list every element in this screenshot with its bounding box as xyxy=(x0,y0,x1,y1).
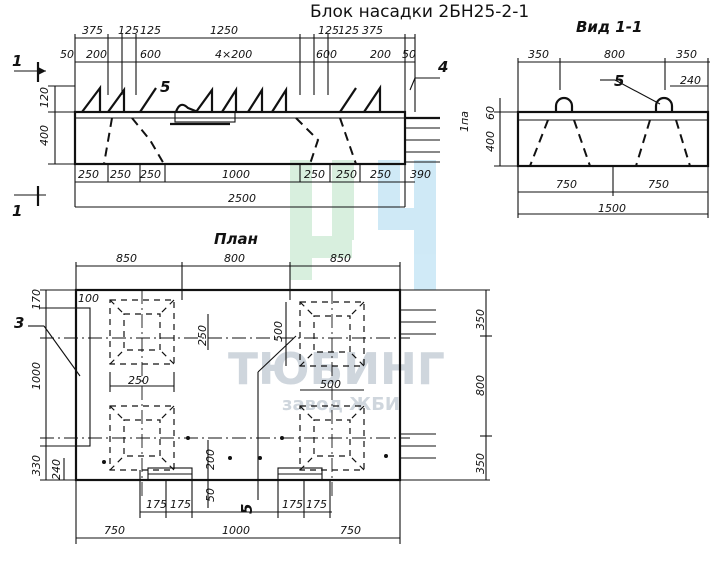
front-dim-top-5: 125 xyxy=(318,24,339,37)
plan-dim-right-3: 350 xyxy=(474,453,487,474)
side-dims: Вид 1-1 350 800 350 240 60 400 750 750 1… xyxy=(484,18,701,215)
plan-dim-bot-3: 750 xyxy=(340,524,361,537)
front-dim-top-7: 375 xyxy=(362,24,383,37)
front-dim-second-4: 4×200 xyxy=(215,48,252,61)
front-dim-second-5: 600 xyxy=(316,48,337,61)
plan-dim-left-1: 170 xyxy=(30,289,43,310)
section-mark-bottom-label: 1 xyxy=(12,202,22,220)
front-dim-bot-7: 250 xyxy=(370,168,391,181)
plan-dim-top-1: 850 xyxy=(116,252,137,265)
front-dim-top-6: 125 xyxy=(338,24,359,37)
side-dim-bot-1: 750 xyxy=(556,178,577,191)
side-dim-bot-2: 750 xyxy=(648,178,669,191)
section-mark-top xyxy=(14,62,46,82)
watermark-sub: завод ЖБИ xyxy=(282,394,400,415)
plan-dim-left-4: 240 xyxy=(50,459,63,480)
section-mark-bottom xyxy=(14,186,46,206)
plan-dim-top-2: 800 xyxy=(224,252,245,265)
plan-dim-left-2: 1000 xyxy=(30,362,43,390)
front-dim-bot-3: 250 xyxy=(140,168,161,181)
plan-dim-left-3: 330 xyxy=(30,455,43,476)
callout-4: 4 xyxy=(437,58,448,76)
front-dim-top-3: 125 xyxy=(140,24,161,37)
side-dim-top-1: 350 xyxy=(528,48,549,61)
plan-view xyxy=(28,262,492,544)
plan-dim-small-1: 100 xyxy=(78,292,99,305)
view-label-plan: План xyxy=(214,230,258,248)
front-dim-bot-2: 250 xyxy=(110,168,131,181)
drawing-title: Блок насадки 2БН25-2-1 xyxy=(310,2,530,22)
plan-dim-bot-2: 1000 xyxy=(222,524,250,537)
front-dim-bot-6: 250 xyxy=(336,168,357,181)
front-dim-top-4: 1250 xyxy=(210,24,238,37)
front-dim-top-1: 375 xyxy=(82,24,103,37)
side-dim-total: 1500 xyxy=(598,202,626,215)
front-dim-second-6: 200 xyxy=(370,48,391,61)
plan-dim-bot-small-3: 175 xyxy=(282,498,303,511)
callout-5-side: 5 xyxy=(614,72,624,90)
front-dim-left-2: 400 xyxy=(38,125,51,146)
plan-dim-bot-small-2: 175 xyxy=(170,498,191,511)
plan-dim-top-3: 850 xyxy=(330,252,351,265)
plan-dim-bot-small-4: 175 xyxy=(306,498,327,511)
front-dim-bot-5: 250 xyxy=(304,168,325,181)
side-view xyxy=(494,58,710,218)
watermark-brand: ТЮБИНГ xyxy=(228,344,445,395)
front-dim-total: 2500 xyxy=(228,192,256,205)
front-dim-second-7: 50 xyxy=(402,48,416,61)
side-dim-left-2: 400 xyxy=(484,131,497,152)
callout-5-front: 5 xyxy=(160,78,170,96)
plan-dim-right-2: 800 xyxy=(474,375,487,396)
front-dim-second-3: 600 xyxy=(140,48,161,61)
side-dim-top-2: 800 xyxy=(604,48,625,61)
plan-dim-small-5: 500 xyxy=(320,378,341,391)
plan-dim-small-4: 500 xyxy=(272,321,285,342)
front-dims: 375 125 125 1250 125 125 375 50 200 600 … xyxy=(38,24,471,205)
watermark-logo xyxy=(290,160,436,290)
front-dim-second-2: 200 xyxy=(86,48,107,61)
front-dim-top-2: 125 xyxy=(118,24,139,37)
plan-dim-bot-1: 750 xyxy=(104,524,125,537)
plan-dim-small-6: 200 xyxy=(204,449,217,470)
view-label-section: Вид 1-1 xyxy=(576,18,642,36)
front-dim-bot-1: 250 xyxy=(78,168,99,181)
plan-dim-right-1: 350 xyxy=(474,309,487,330)
front-view xyxy=(48,34,440,208)
front-dim-bot-4: 1000 xyxy=(222,168,250,181)
plan-dim-bot-small-1: 175 xyxy=(146,498,167,511)
front-dim-second-1: 50 xyxy=(60,48,74,61)
section-mark-top-label: 1 xyxy=(12,52,22,70)
plan-dim-small-7: 50 xyxy=(204,488,217,502)
side-dim-top-3: 350 xyxy=(676,48,697,61)
plan-dims: План 850 800 850 170 1000 330 240 100 25… xyxy=(14,230,487,537)
front-dim-right: 1па xyxy=(458,111,471,132)
plan-dim-small-2: 250 xyxy=(196,325,209,346)
front-dim-left-1: 120 xyxy=(38,87,51,108)
plan-dim-small-3: 250 xyxy=(128,374,149,387)
front-dim-bot-8: 390 xyxy=(410,168,431,181)
callout-3: 3 xyxy=(14,314,24,332)
callout-5-plan: 5 xyxy=(238,504,256,514)
side-dim-small: 240 xyxy=(680,74,701,87)
side-dim-left-1: 60 xyxy=(484,106,497,120)
